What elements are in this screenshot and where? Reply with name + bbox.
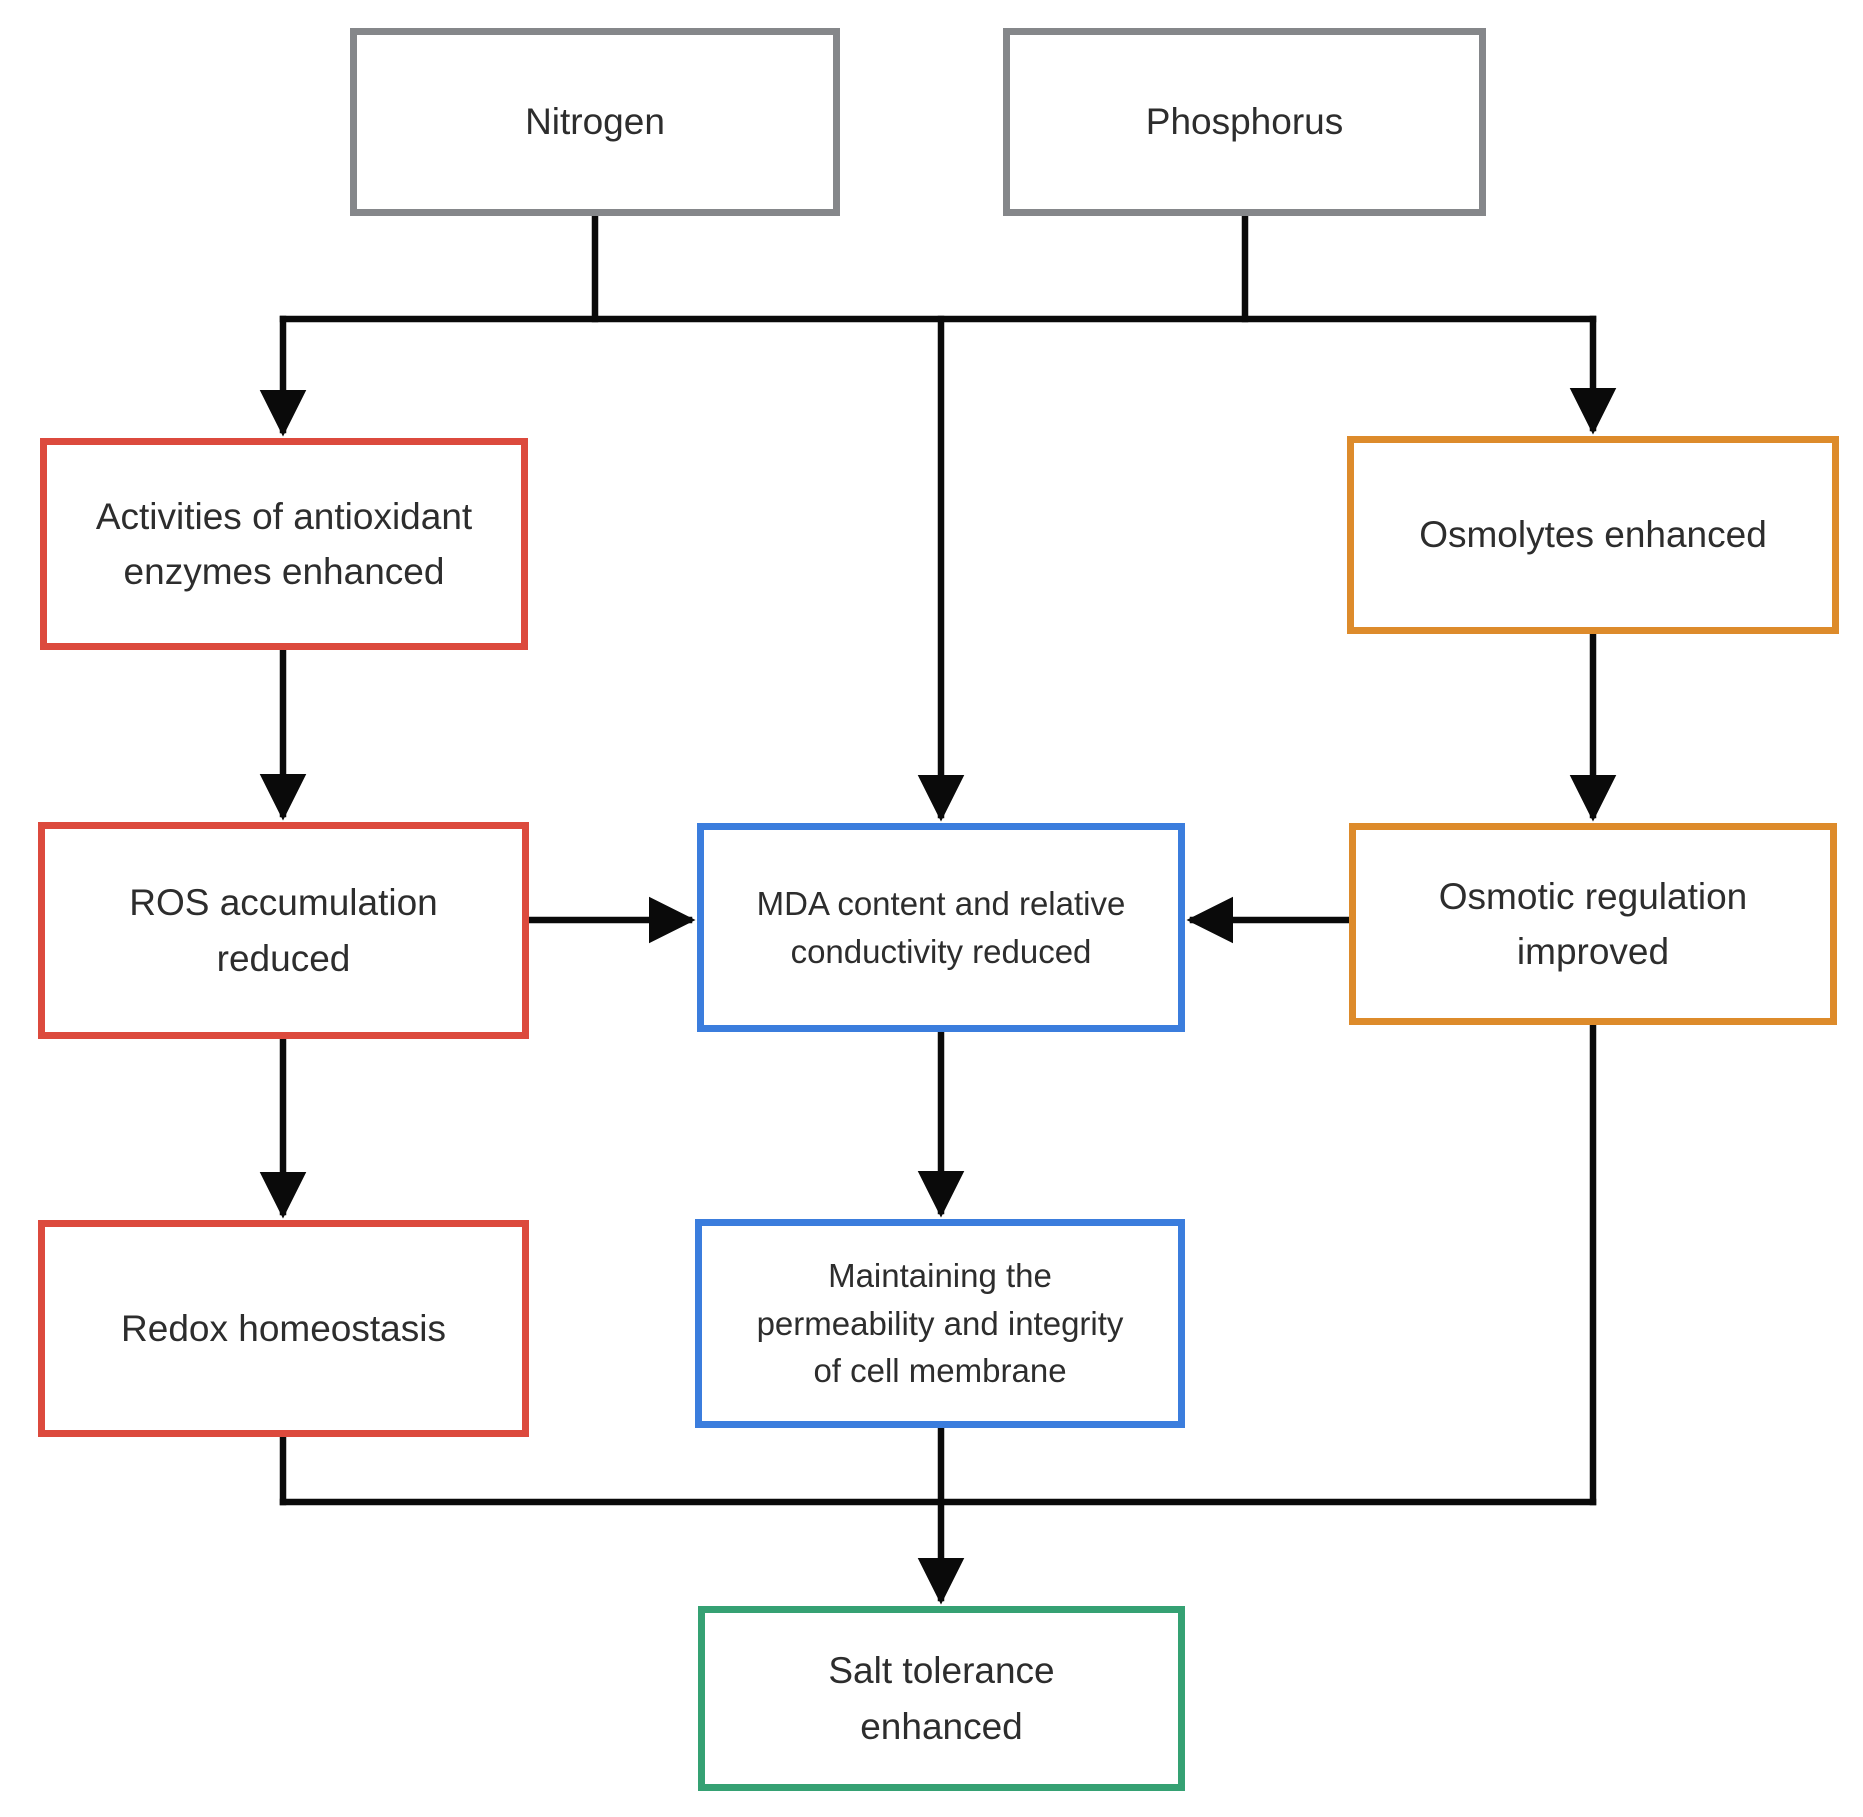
node-ros-accumulation-label: ROS accumulation reduced <box>129 882 438 979</box>
node-osmolytes-label: Osmolytes enhanced <box>1419 514 1767 556</box>
node-osmotic-regulation-label: Osmotic regulation improved <box>1438 875 1748 973</box>
node-salt-tolerance: Salt tolerance enhanced <box>698 1606 1185 1791</box>
node-phosphorus: Phosphorus <box>1003 28 1486 216</box>
node-mda-content-label: MDA content and relative conductivity re… <box>756 884 1126 970</box>
node-ros-accumulation: ROS accumulation reduced <box>38 822 529 1039</box>
node-cell-membrane-label: Maintaining the permeability and integri… <box>756 1256 1124 1390</box>
node-redox-homeostasis-label: Redox homeostasis <box>121 1307 446 1349</box>
node-salt-tolerance-label: Salt tolerance enhanced <box>828 1650 1055 1747</box>
node-antioxidant-enzymes-label: Activities of antioxidant enzymes enhanc… <box>95 495 473 593</box>
node-osmotic-regulation: Osmotic regulation improved <box>1349 823 1837 1025</box>
node-redox-homeostasis: Redox homeostasis <box>38 1220 529 1437</box>
node-cell-membrane: Maintaining the permeability and integri… <box>695 1219 1185 1428</box>
node-nitrogen: Nitrogen <box>350 28 840 216</box>
node-mda-content: MDA content and relative conductivity re… <box>697 823 1185 1032</box>
node-nitrogen-label: Nitrogen <box>525 101 665 143</box>
node-osmolytes: Osmolytes enhanced <box>1347 436 1839 634</box>
node-phosphorus-label: Phosphorus <box>1145 101 1344 143</box>
node-antioxidant-enzymes: Activities of antioxidant enzymes enhanc… <box>40 438 528 650</box>
